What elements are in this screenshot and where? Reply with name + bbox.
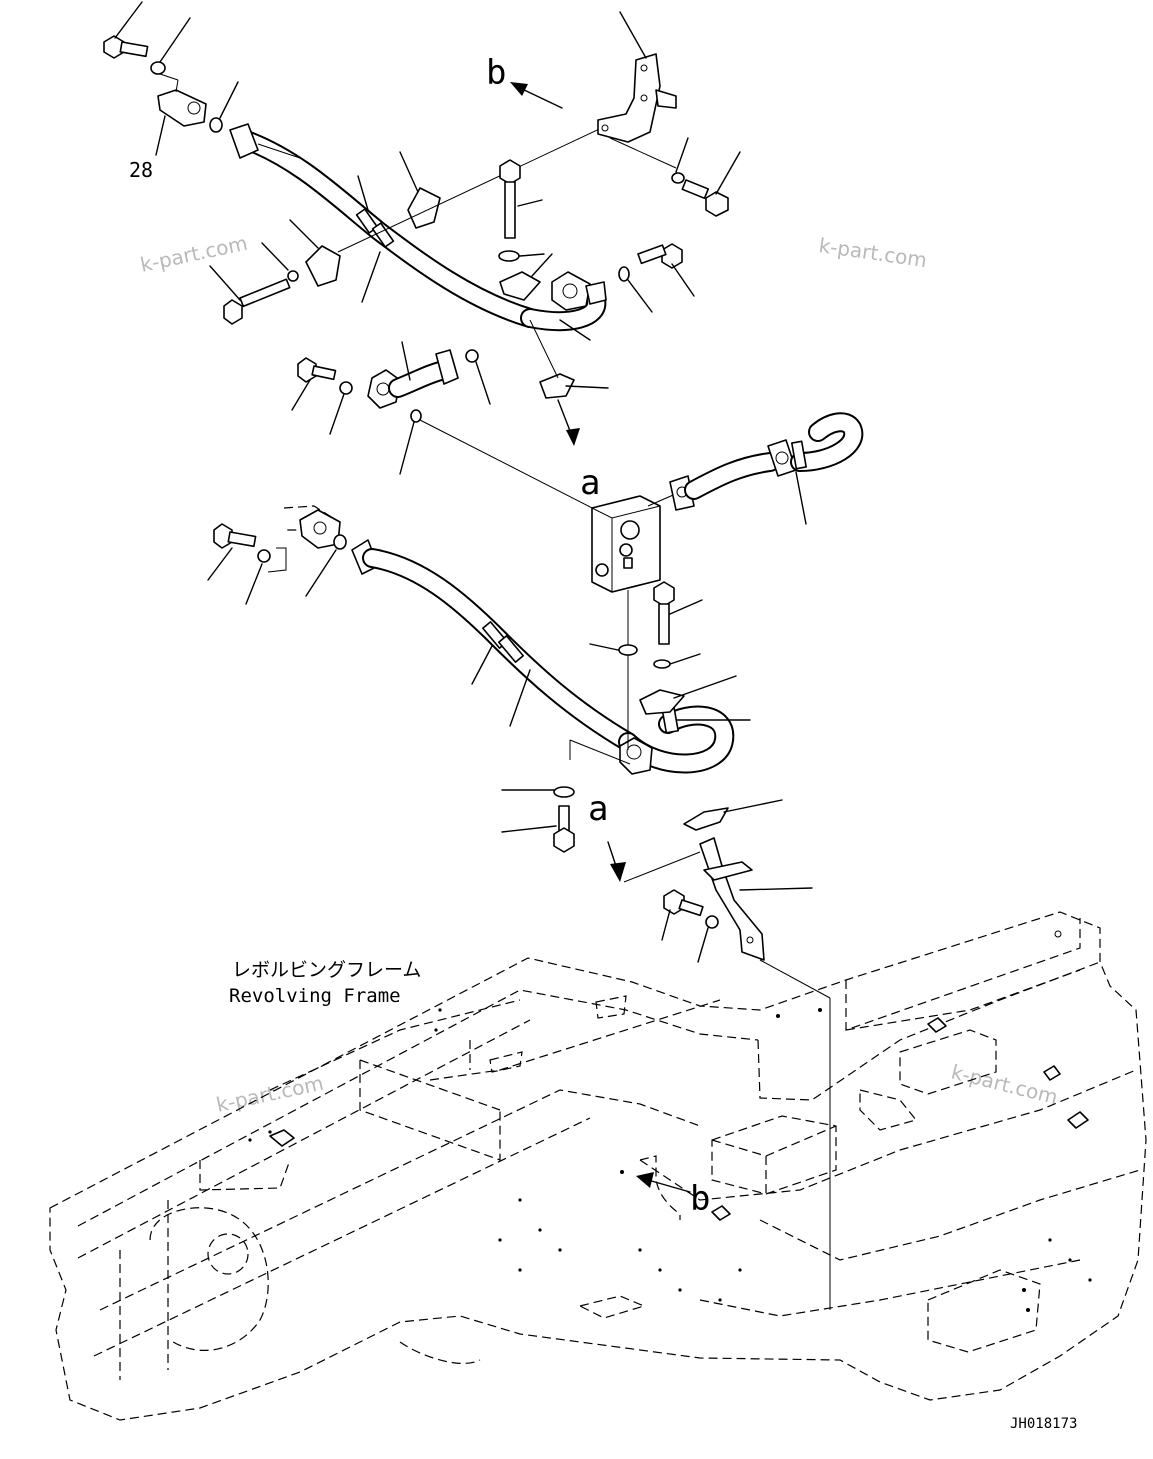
frame-label-english: Revolving Frame — [229, 985, 401, 1007]
o-ring-icon — [465, 349, 479, 363]
lower-hose-assembly: a — [207, 505, 813, 963]
o-ring-icon — [410, 409, 422, 423]
bolt-icon — [223, 278, 291, 325]
o-ring-icon — [618, 266, 630, 282]
watermark-1: k-part.com — [138, 231, 250, 277]
tube-elbow — [367, 349, 459, 409]
drawing-number: JH018173 — [1010, 1416, 1077, 1432]
valve-block — [591, 495, 661, 593]
bolt-icon — [103, 35, 149, 59]
o-ring-icon — [209, 117, 223, 133]
view-b-label: b — [486, 53, 506, 93]
bolt-icon — [213, 523, 257, 549]
o-ring-icon — [618, 644, 638, 656]
hose-right — [669, 412, 864, 511]
frame-holes — [248, 930, 1092, 1312]
washer-icon — [257, 549, 271, 563]
o-ring-icon — [333, 534, 347, 550]
bolt-icon — [663, 889, 704, 917]
washer-icon — [498, 250, 520, 262]
view-a-label: a — [580, 463, 600, 503]
washer-icon — [705, 915, 719, 929]
clamp-icon — [407, 187, 441, 229]
watermark-2: k-part.com — [817, 233, 928, 272]
upper-hose-assembly: 28 — [103, 1, 741, 513]
clamp-icon — [639, 689, 685, 715]
washer-icon — [287, 270, 299, 282]
view-a-label-lower: a — [588, 789, 608, 829]
support-bracket-icon — [699, 837, 765, 961]
bolt-icon — [681, 179, 729, 217]
bolt-icon — [499, 159, 521, 239]
washer-icon — [553, 786, 575, 798]
callout-28: 28 — [129, 158, 153, 182]
bolt-icon — [637, 243, 683, 269]
washer-icon — [150, 61, 166, 75]
revolving-frame — [49, 911, 1147, 1421]
bolt-icon — [653, 581, 675, 645]
washer-icon — [339, 381, 353, 395]
split-flange-icon — [157, 89, 207, 127]
bolt-icon — [297, 357, 337, 383]
bolt-icon — [553, 805, 575, 853]
clamp-icon — [683, 807, 729, 831]
bracket-icon — [305, 245, 341, 287]
bracket-icon — [597, 53, 677, 143]
view-b-label-lower: b — [690, 1179, 710, 1219]
flange-elbow-icon — [619, 737, 653, 775]
flange-elbow-icon — [551, 271, 607, 311]
watermark-4: k-part.com — [949, 1060, 1060, 1110]
washer-icon — [671, 172, 685, 184]
watermark-3: k-part.com — [214, 1071, 326, 1117]
washer-icon — [653, 659, 671, 669]
clamp-icon — [499, 271, 541, 301]
frame-label-japanese: レボルビングフレーム — [232, 959, 421, 981]
